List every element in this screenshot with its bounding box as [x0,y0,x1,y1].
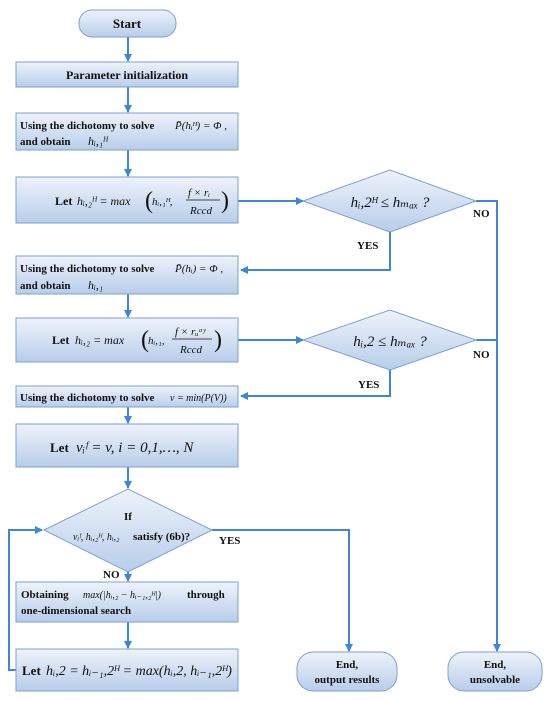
decision2-no-label: NO [473,349,490,361]
end-unsolvable-line2: unsolvable [470,674,520,686]
decision3-text: satisfy (6b)? [133,531,190,543]
param-init-node: Parameter initialization [15,61,239,88]
dichotomy2-node: Using the dichotomy to solve P̄(hᵢ) = Φ … [15,255,239,295]
decision3-yes-label: YES [219,535,240,547]
let4-math: hᵢ,2 = hᵢ₋₁,2ᴴ = max(hᵢ,2, hᵢ₋₁,2ᴴ) [46,664,232,679]
decision3-no-label: NO [103,569,120,581]
decision1-no-label: NO [473,208,490,220]
end-output-line2: output results [315,674,381,686]
end-unsolvable-node: End, unsolvable [447,651,543,692]
search-label2: through [187,589,225,601]
dichotomy2-line2-math: hᵢ,₁ [88,278,103,292]
dichotomy3-text: Using the dichotomy to solve [20,392,155,404]
decision2-yes-label: YES [358,379,379,391]
search-label3: one-dimensional search [21,605,131,617]
arrow-dec1-yes-to-dich2 [240,232,391,274]
let1-denominator: Rccd [189,205,212,217]
end-output-line1: End, [336,659,359,671]
param-init-label: Parameter initialization [66,68,188,82]
dichotomy1-node: Using the dichotomy to solve P̄(hᵢᴴ) = Φ… [15,112,239,151]
start-label: Start [113,16,142,31]
let2-node: Let hᵢ,₂ = max ( hᵢ,₁, f × rᵤᵃʸ Rccd ) [15,317,239,363]
let2-denominator: Rccd [179,344,202,356]
let1-label: Let [55,194,72,208]
let1-lhs: hᵢ,₂ᴴ = max [77,194,131,208]
let3-label: Let [50,440,69,455]
dichotomy2-line1: Using the dichotomy to solve [20,263,155,275]
decision1-text: hᵢ,2ᴴ ≤ hₘₐₓ ? [351,195,430,211]
arrow-dec3-yes-to-output [212,529,353,652]
decision3-node: If vᵢᶠ, hᵢ,₂ᴴ, hᵢ,₂ satisfy (6b)? [42,488,214,573]
search-math: max(|hᵢ,₂ − hᵢ₋₁,₂ᴴ|) [83,590,162,601]
dichotomy3-node: Using the dichotomy to solve v = min(P(V… [15,385,239,408]
decision3-if: If [124,511,132,523]
dichotomy1-line1: Using the dichotomy to solve [20,120,155,132]
search-label1: Obtaining [21,589,69,601]
let1-numerator: f × rᵢ [188,187,210,199]
decision1-node: hᵢ,2ᴴ ≤ hₘₐₓ ? [301,169,478,233]
arrow-dec2-yes-to-dich3 [240,370,391,400]
end-unsolvable-line1: End, [484,659,507,671]
dichotomy2-line2: and obtain [20,280,70,292]
dichotomy2-line1-math: P̄(hᵢ) = Φ , [174,263,223,275]
let1-paren-open: ( [145,188,153,214]
dichotomy3-math: v = min(P(V)) [170,393,227,404]
let2-numerator: f × rᵤᵃʸ [175,326,207,338]
start-node: Start [78,9,177,38]
let2-lhs: hᵢ,₂ = max [75,333,125,347]
arrow-let4-loop-back [8,526,43,671]
let4-label: Let [22,663,41,678]
let2-arg1: hᵢ,₁, [148,335,165,347]
end-output-node: End, output results [296,651,398,692]
let4-node: Let hᵢ,2 = hᵢ₋₁,2ᴴ = max(hᵢ,2, hᵢ₋₁,2ᴴ) [15,648,239,692]
dichotomy1-line1-math: P̄(hᵢᴴ) = Φ , [174,120,227,132]
decision1-yes-label: YES [357,240,378,252]
let1-paren-close: ) [221,188,229,214]
let2-paren-open: ( [141,327,149,353]
dichotomy1-line2: and obtain [20,136,70,148]
let1-arg1: hᵢ,₁ᴴ, [152,196,173,208]
let3-math: vᵢᶠ = v, i = 0,1,…, N [76,440,194,456]
let2-paren-close: ) [214,327,222,353]
dichotomy1-line2-math: hᵢ,₁ᴴ [88,134,109,148]
let3-node: Let vᵢᶠ = v, i = 0,1,…, N [15,423,239,468]
decision2-node: hᵢ,2 ≤ hₘₐₓ ? [301,309,478,371]
let2-label: Let [52,333,69,347]
search-node: Obtaining max(|hᵢ,₂ − hᵢ₋₁,₂ᴴ|) through … [15,581,239,623]
let1-node: Let hᵢ,₂ᴴ = max ( hᵢ,₁ᴴ, f × rᵢ Rccd ) [15,176,239,224]
decision2-text: hᵢ,2 ≤ hₘₐₓ ? [353,334,427,350]
arrow-dec1-no-to-unsolvable [476,200,501,652]
decision3-math: vᵢᶠ, hᵢ,₂ᴴ, hᵢ,₂ [73,532,120,543]
connectors [8,37,501,671]
